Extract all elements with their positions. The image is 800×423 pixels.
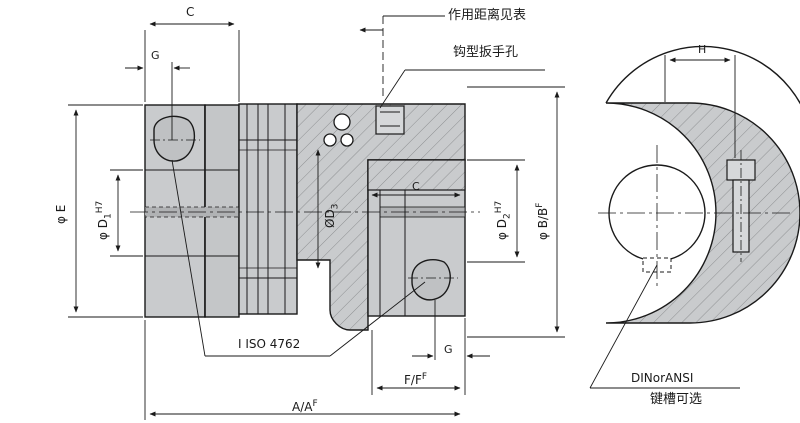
phi-d1-tol: H7 <box>95 200 105 214</box>
dim-phi-d1: φ D1H7 <box>95 200 114 240</box>
limiter-body <box>238 103 298 315</box>
phi-d3-sub: 3 <box>330 203 341 210</box>
dim-g-top: G <box>151 49 160 62</box>
label-keyway-optional: 键槽可选 <box>650 392 703 407</box>
f-sup: F <box>421 372 428 382</box>
label-iso-4762: I ISO 4762 <box>238 337 301 351</box>
a-sup: F <box>312 399 318 409</box>
phi-d1-text: φ D <box>96 219 110 240</box>
left-clamp-hub <box>144 104 240 318</box>
phi-d1-sub: 1 <box>103 213 114 220</box>
dim-phi-d2: φ D2H7 <box>494 200 513 240</box>
dim-phi-e: φ E <box>54 204 68 224</box>
phi-d2-sub: 2 <box>502 213 513 220</box>
label-wrench-hole: 钩型扳手孔 <box>453 45 519 60</box>
sectioned-right-hub <box>296 103 466 331</box>
dim-h: H <box>698 43 707 56</box>
dim-g-bottom: G <box>444 343 453 356</box>
label-din-ansi: DINorANSI <box>631 371 694 385</box>
label-spacing-table: 作用距离见表 <box>448 8 527 23</box>
phi-b-sup: F <box>535 202 545 208</box>
dimension-lines <box>68 15 740 420</box>
phi-b-text: φ B/B <box>536 207 550 240</box>
phi-d2-text: φ D <box>495 219 509 240</box>
phi-d2-tol: H7 <box>494 200 504 214</box>
f-text: F/F <box>404 373 422 387</box>
dim-phi-d3: ØD3 <box>323 203 341 228</box>
a-text: A/A <box>292 400 313 414</box>
dim-c-top: C <box>186 5 195 19</box>
phi-e-text: φ E <box>54 204 68 224</box>
dim-f: F/FF <box>404 372 428 387</box>
dim-phi-b: φ B/BF <box>535 202 550 240</box>
dim-c-mid: C <box>412 180 420 193</box>
dim-a: A/AF <box>292 399 318 414</box>
cross-section-view <box>598 45 800 324</box>
phi-d3-text: ØD <box>323 209 337 228</box>
